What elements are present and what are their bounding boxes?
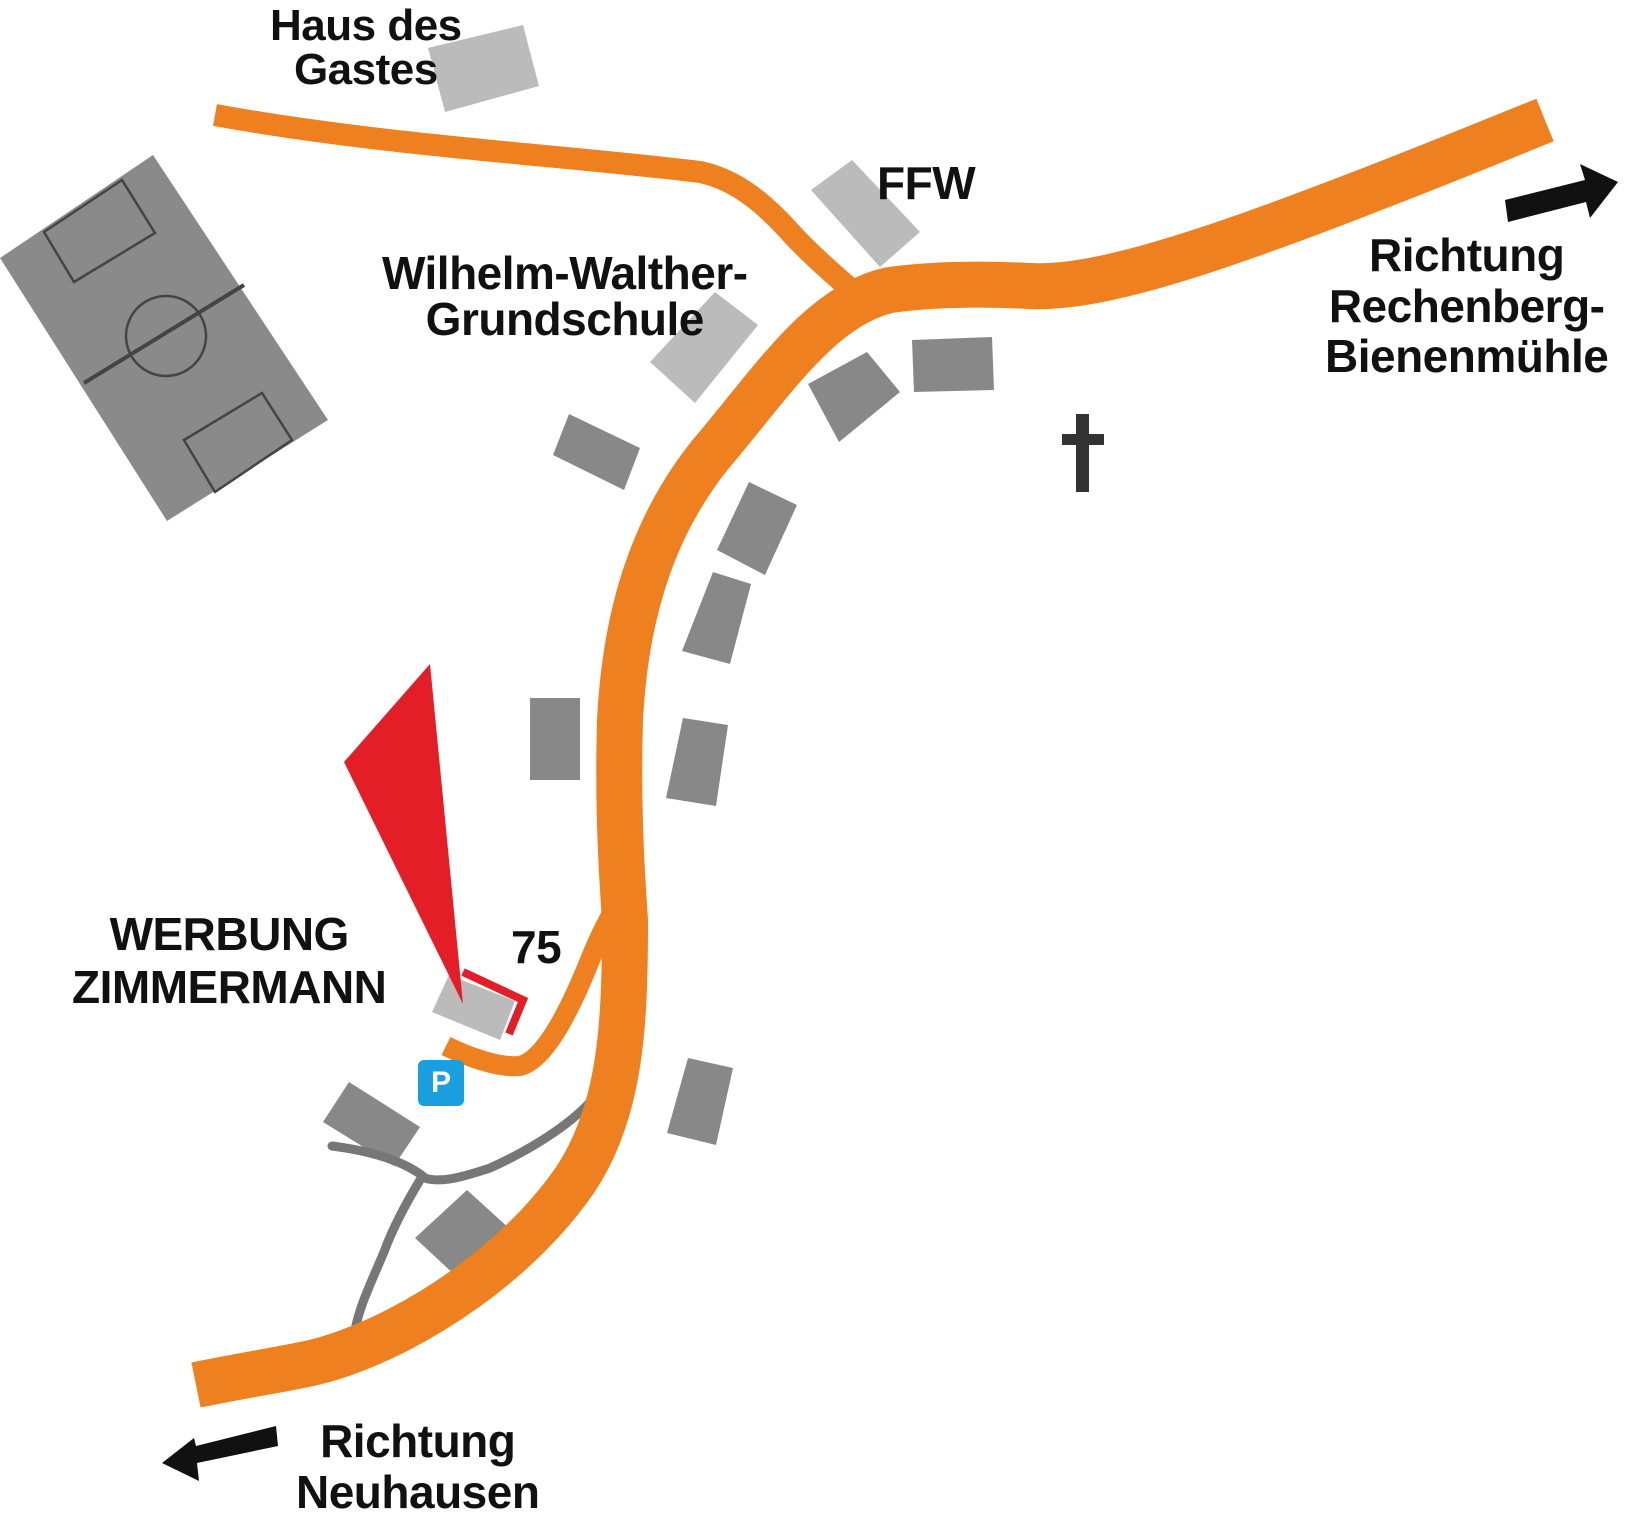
label-line: Gastes [293,45,438,94]
label-line: Richtung [320,1415,516,1467]
label-direction-south: Richtung Neuhausen [296,1415,540,1518]
label-line: Haus des [270,1,462,50]
label-line: Grundschule [425,293,705,345]
label-company: WERBUNG ZIMMERMANN [72,908,387,1014]
label-direction-east: Richtung Rechenberg- Bienenmühle [1325,229,1609,383]
label-line: WERBUNG [109,908,350,960]
parking-icon: P [418,1060,464,1106]
label-line: Bienenmühle [1325,330,1609,383]
direction-arrow-icon [162,164,1618,1481]
label-line: ZIMMERMANN [72,960,387,1013]
building-werbung-zimmermann [432,975,515,1040]
building-ffw [811,160,920,267]
label-house-number: 75 [511,921,562,973]
label-line: Rechenberg- [1328,279,1605,332]
label-school: Wilhelm-Walther- Grundschule [382,250,748,342]
church-cross-icon [1062,414,1104,492]
road-branch-75 [441,886,634,1077]
label-haus-des-gastes: Haus des Gastes [270,4,462,92]
label-line: Richtung [1369,229,1565,281]
label-line: Wilhelm-Walther- [382,247,748,299]
label-ffw: FFW [877,157,976,209]
footpaths [327,1095,597,1335]
building-school [650,292,758,403]
soccer-field-icon [0,155,328,521]
location-marker-icon [344,664,529,1036]
label-line: Neuhausen [296,1465,540,1518]
buildings [323,337,994,1278]
building-haus-des-gastes [428,25,539,112]
road-main [191,98,1554,1408]
road-north [213,104,868,306]
